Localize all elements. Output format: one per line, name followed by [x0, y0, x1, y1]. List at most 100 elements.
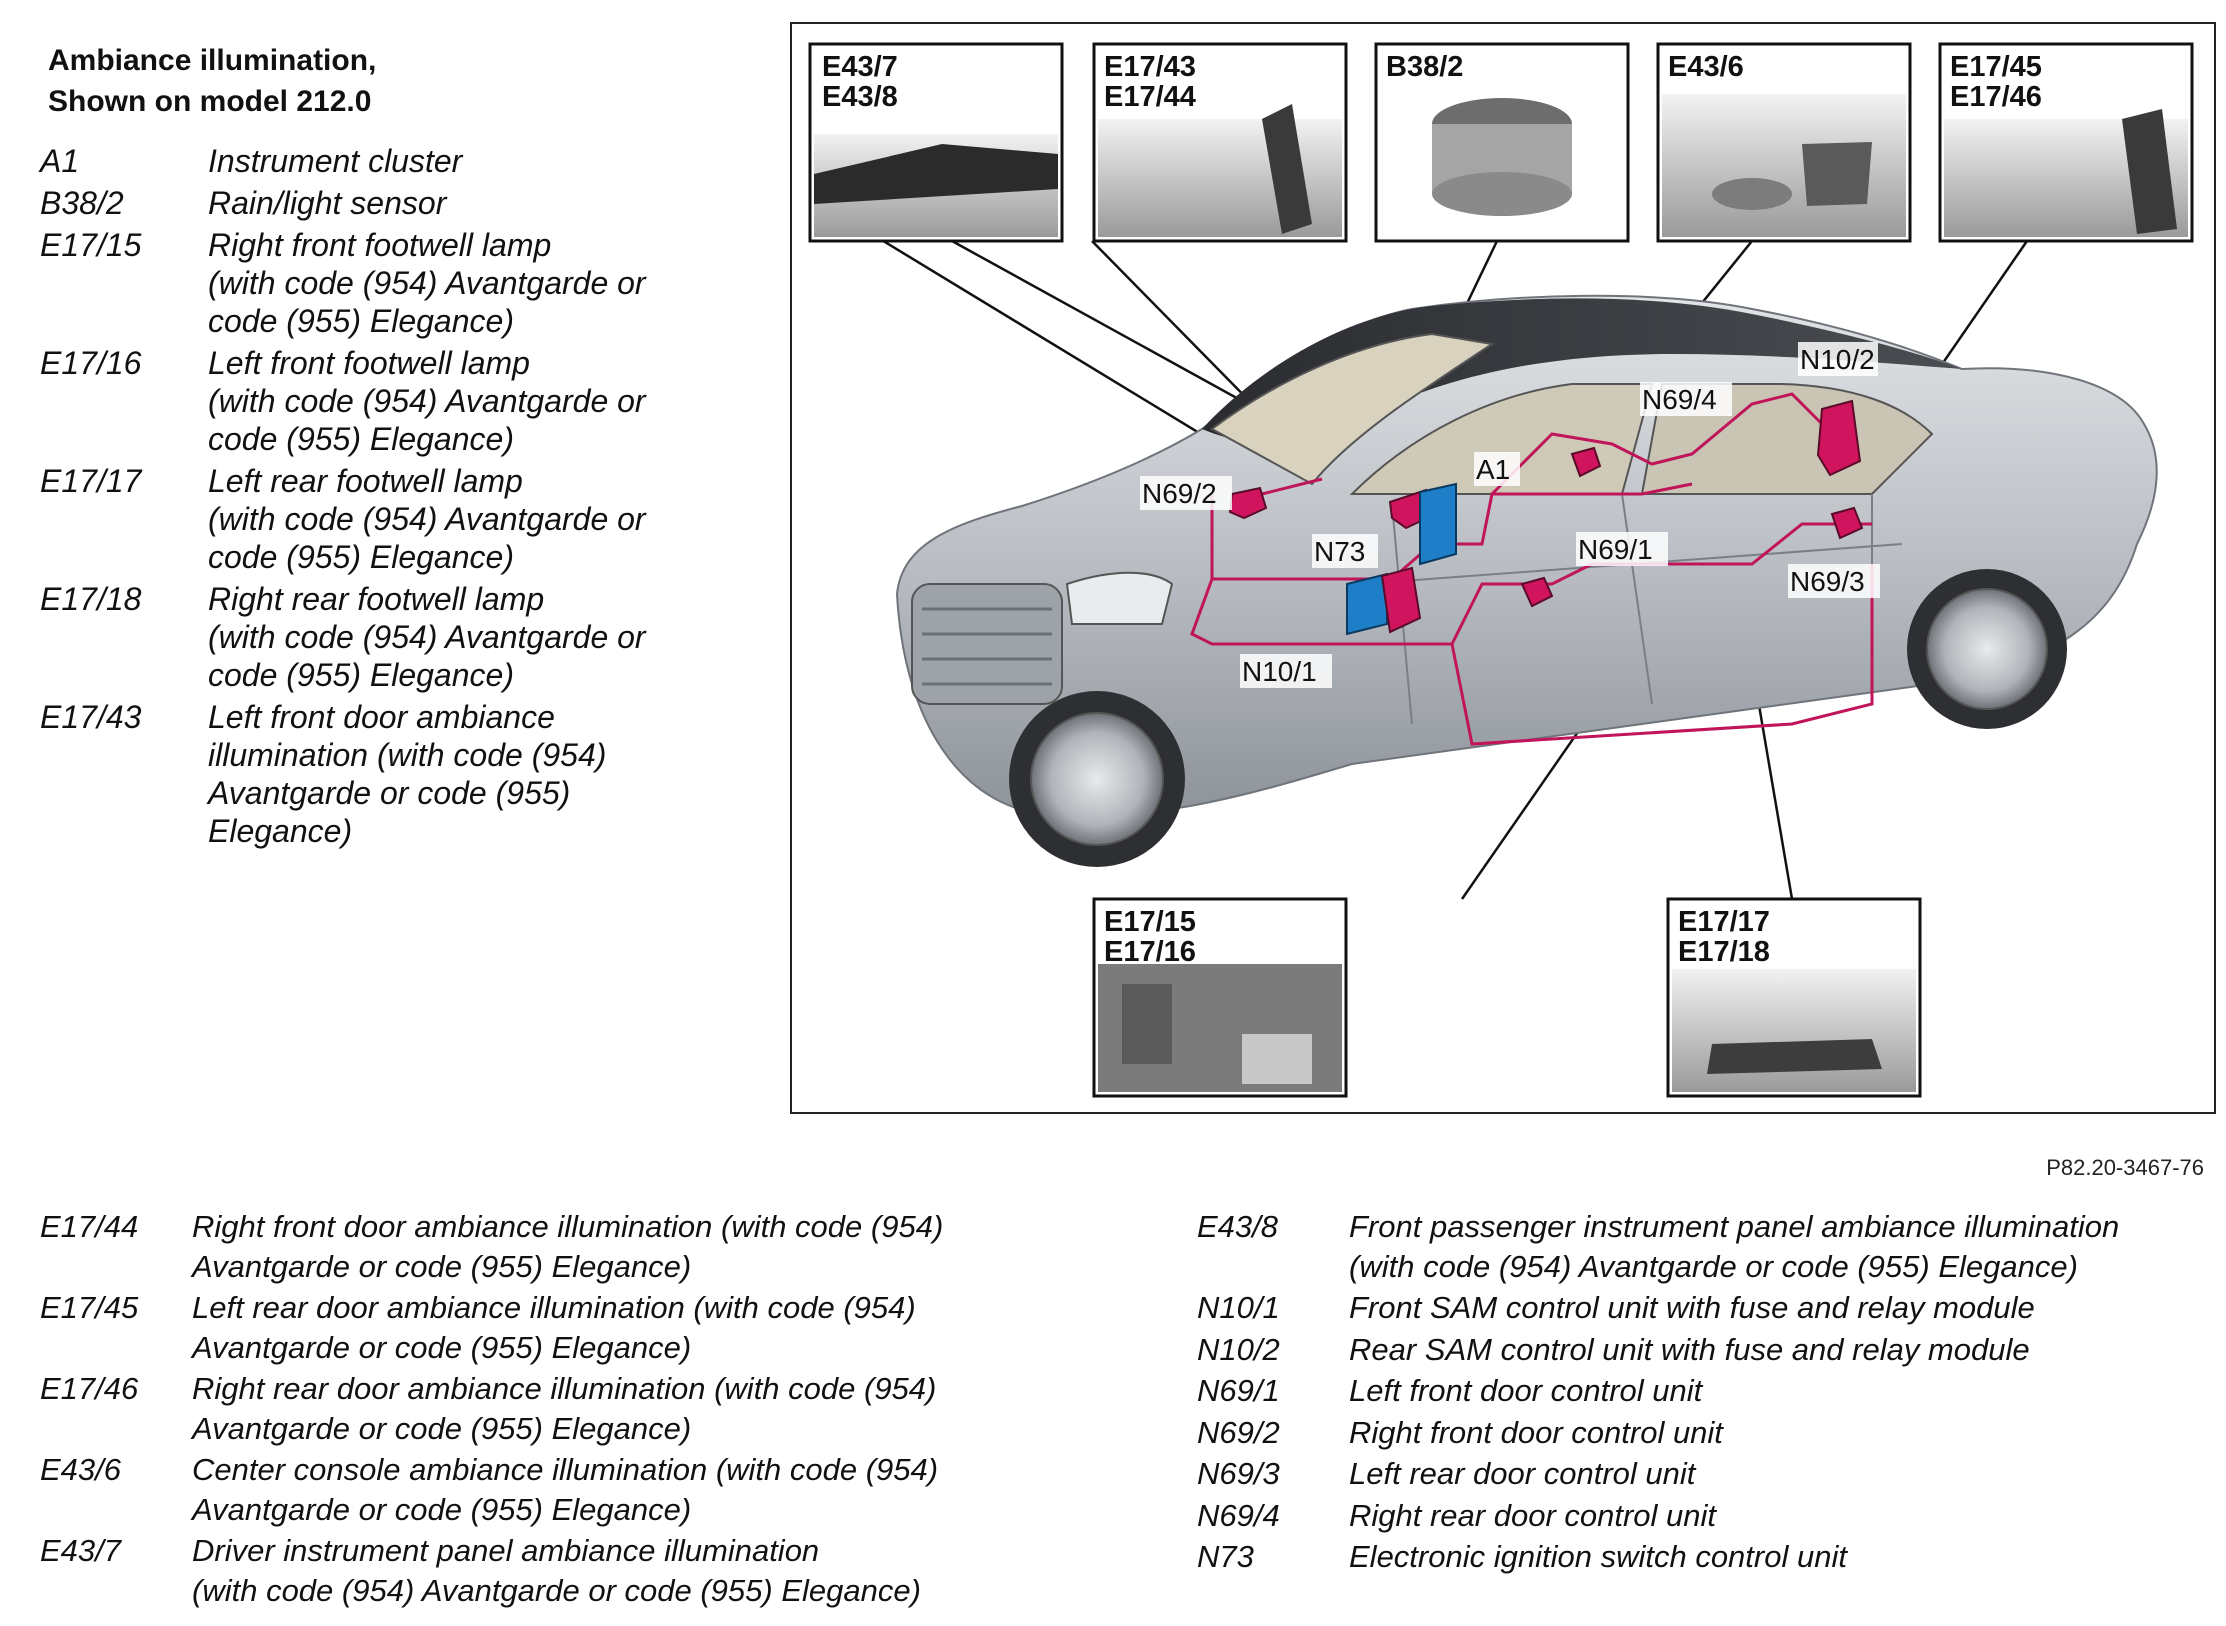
legend-code: N10/2 [1197, 1331, 1280, 1367]
legend-row: E43/6 Center console ambiance illuminatio… [40, 1450, 1170, 1529]
car-illustration: A1 N10/2 N69/4 N69/2 N73 N69/1 N69/3 N10… [808, 42, 2194, 1098]
legend-row: A1 Instrument cluster [40, 142, 760, 180]
legend-description: Right front door control unit [1349, 1413, 2217, 1453]
legend-description-line: code (955) Elegance) [208, 539, 514, 575]
legend-description-line: Center console ambiance illumination (wi… [192, 1452, 939, 1487]
legend-description: Front passenger instrument panel ambianc… [1349, 1207, 2217, 1286]
legend-description: Left rear door ambiance illumination (wi… [192, 1288, 1170, 1367]
label-n73: N73 [1314, 536, 1365, 567]
legend-description-line: (with code (954) Avantgarde or [208, 501, 646, 537]
legend-description: Right rear door ambiance illumination (w… [192, 1369, 1170, 1448]
legend-description: Left front footwell lamp(with code (954)… [208, 344, 760, 458]
legend-row: N69/3 Left rear door control unit [1197, 1454, 2217, 1494]
legend-row: N10/1 Front SAM control unit with fuse an… [1197, 1288, 2217, 1328]
inset-1-line-1: E43/7 [822, 51, 898, 83]
legend-row: N73 Electronic ignition switch control un… [1197, 1537, 2217, 1577]
label-n69-3: N69/3 [1790, 566, 1865, 597]
legend-description-line: Avantgarde or code (955) Elegance) [192, 1491, 692, 1527]
legend-description-line: Left rear door control unit [1349, 1456, 1696, 1491]
inset-e17-45-e17-46: E17/45 E17/46 [1938, 42, 2194, 243]
legend-description-line: Avantgarde or code (955) Elegance) [192, 1410, 692, 1446]
legend-description-line: Avantgarde or code (955) [208, 775, 571, 811]
legend-description-line: Electronic ignition switch control unit [1349, 1539, 1847, 1574]
legend-code: E17/17 [40, 463, 142, 499]
legend-description-line: Left rear door ambiance illumination (wi… [192, 1290, 916, 1325]
inset-b38-2: B38/2 [1374, 42, 1630, 243]
legend-description-line: Front passenger instrument panel ambianc… [1349, 1209, 2120, 1244]
legend-code: E17/46 [40, 1371, 139, 1406]
inset-2-line-2: E17/44 [1104, 81, 1196, 113]
inset-5-line-1: E17/45 [1950, 51, 2042, 83]
legend-row: E17/18 Right rear footwell lamp(with code… [40, 580, 760, 694]
legend-description-line: Right rear footwell lamp [208, 581, 545, 617]
legend-description: Instrument cluster [208, 142, 760, 180]
legend-description: Right front footwell lamp(with code (954… [208, 226, 760, 340]
legend-description: Center console ambiance illumination (wi… [192, 1450, 1170, 1529]
legend-description-line: Right rear door control unit [1349, 1497, 1717, 1533]
legend-description: Left rear door control unit [1349, 1454, 2217, 1494]
legend-description-line: Left front door ambiance [208, 699, 555, 735]
legend-code: E43/6 [40, 1452, 122, 1487]
legend-description-line: (with code (954) Avantgarde or code (955… [1349, 1248, 2078, 1284]
legend-description: Rear SAM control unit with fuse and rela… [1349, 1330, 2217, 1370]
legend-code: N69/3 [1197, 1456, 1280, 1491]
legend-description-line: Instrument cluster [208, 143, 463, 179]
legend-description-line: code (955) Elegance) [208, 657, 514, 693]
legend-description: Driver instrument panel ambiance illumin… [192, 1531, 1170, 1610]
legend-description-line: Right rear door ambiance illumination (w… [192, 1371, 937, 1406]
legend-row: N10/2 Rear SAM control unit with fuse and… [1197, 1330, 2217, 1370]
inset-e43-7-e43-8: E43/7 E43/8 [808, 42, 1064, 243]
legend-description-line: code (955) Elegance) [208, 303, 514, 339]
legend-row: E17/46 Right rear door ambiance illuminat… [40, 1369, 1170, 1448]
legend-description-line: Rain/light sensor [208, 185, 447, 221]
figure-id: P82.20-3467-76 [2046, 1155, 2204, 1180]
legend-code: E17/18 [40, 581, 142, 617]
legend-code: E17/15 [40, 227, 142, 263]
legend-code: A1 [40, 143, 80, 179]
legend-description: Front SAM control unit with fuse and rel… [1349, 1288, 2217, 1328]
legend-description-line: Right front door ambiance illumination (… [192, 1209, 944, 1244]
legend-description-line: Driver instrument panel ambiance illumin… [192, 1533, 820, 1568]
legend-code: N73 [1197, 1539, 1254, 1574]
control-modules [1228, 399, 1864, 636]
legend-description-line: Elegance) [208, 813, 353, 849]
legend-description-line: (with code (954) Avantgarde or [208, 619, 646, 655]
legend-description-line: Right front door control unit [1349, 1414, 1723, 1450]
legend-description-line: Avantgarde or code (955) Elegance) [192, 1248, 692, 1284]
inset-1-line-2: E43/8 [822, 81, 898, 113]
label-a1: A1 [1476, 454, 1510, 485]
inset-e17-43-e17-44: E17/43 E17/44 [1092, 42, 1348, 243]
car-body [895, 294, 2158, 867]
legend-description-line: Left rear footwell lamp [208, 463, 523, 499]
legend-row: B38/2 Rain/light sensor [40, 184, 760, 222]
legend-row: E17/15 Right front footwell lamp(with cod… [40, 226, 760, 340]
legend-code: N10/1 [1197, 1290, 1280, 1325]
legend-code: B38/2 [40, 185, 124, 221]
inset-3-line-1: B38/2 [1386, 51, 1463, 83]
legend-description-line: code (955) Elegance) [208, 421, 514, 457]
inset-7-line-2: E17/18 [1678, 936, 1770, 968]
car-illustration-panel: A1 N10/2 N69/4 N69/2 N73 N69/1 N69/3 N10… [790, 22, 2216, 1114]
legend-description: Right front door ambiance illumination (… [192, 1207, 1170, 1286]
legend-description-line: Rear SAM control unit with fuse and rela… [1349, 1331, 2030, 1367]
legend-code: E17/43 [40, 699, 142, 735]
diagram-title: Ambiance illumination, Shown on model 21… [48, 40, 376, 122]
legend-description: Right rear door control unit [1349, 1496, 2217, 1536]
legend-row: E17/17 Left rear footwell lamp(with code … [40, 462, 760, 576]
label-n10-1: N10/1 [1242, 656, 1317, 687]
title-line-2: Shown on model 212.0 [48, 85, 372, 118]
legend-code: N69/2 [1197, 1414, 1280, 1450]
legend-code: N69/1 [1197, 1373, 1280, 1408]
inset-7-line-1: E17/17 [1678, 906, 1770, 938]
inset-6-line-2: E17/16 [1104, 936, 1196, 968]
legend-description-line: (with code (954) Avantgarde or code (955… [192, 1572, 921, 1608]
